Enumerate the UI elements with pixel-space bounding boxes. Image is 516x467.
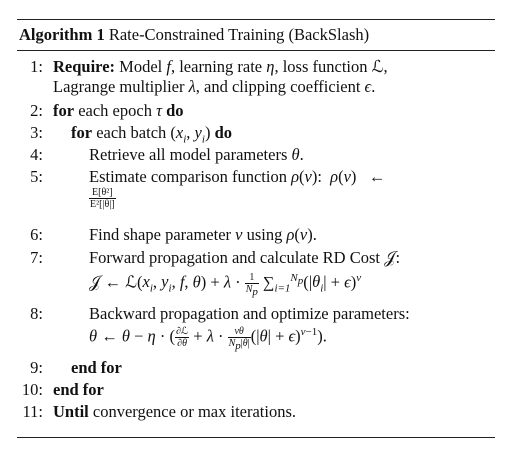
line-body: convergence or max iterations. bbox=[92, 402, 297, 421]
keyword: end for bbox=[53, 380, 104, 399]
line-number: 1: bbox=[30, 57, 43, 76]
keyword: Require: bbox=[53, 57, 116, 76]
line-number: 7: bbox=[30, 248, 43, 267]
fraction-numerator: E[θ²] bbox=[89, 187, 116, 199]
bottom-rule bbox=[17, 437, 495, 438]
keyword: do bbox=[214, 123, 232, 142]
ratio-fraction: E[θ²]E²[|θ|] bbox=[89, 187, 116, 210]
line-text: for each batch (xi, yi) do bbox=[71, 123, 232, 146]
line-text: Lagrange multiplier λ, and clipping coef… bbox=[53, 77, 376, 96]
line-text: Retrieve all model parameters θ. bbox=[89, 145, 304, 164]
keyword: do bbox=[166, 101, 184, 120]
line-text: Until convergence or max iterations. bbox=[53, 402, 296, 422]
line-number: 5: bbox=[30, 167, 43, 186]
line-text: Require: Model f, learning rate η, loss … bbox=[53, 57, 388, 76]
line-text: Backward propagation and optimize parame… bbox=[89, 304, 410, 323]
line-text: for each epoch τ do bbox=[53, 101, 184, 120]
line-number: 2: bbox=[30, 101, 43, 120]
algorithm-title: Rate-Constrained Training (BackSlash) bbox=[108, 25, 370, 44]
fraction-denominator: E²[|θ|] bbox=[90, 199, 115, 210]
keyword: for bbox=[53, 101, 75, 120]
line-number: 4: bbox=[30, 145, 43, 164]
caption-rule bbox=[17, 50, 495, 51]
line-number: 9: bbox=[30, 358, 43, 377]
keyword: end for bbox=[71, 358, 122, 377]
line-number: 8: bbox=[30, 304, 43, 323]
line-number: 10: bbox=[21, 380, 43, 399]
line-number: 3: bbox=[30, 123, 43, 142]
algorithm-caption: Algorithm 1 Rate-Constrained Training (B… bbox=[17, 20, 495, 50]
top-rule bbox=[17, 19, 495, 20]
algorithm-label: Algorithm 1 bbox=[19, 25, 105, 44]
line-text: Forward propagation and calculate RD Cos… bbox=[89, 248, 401, 267]
line-number: 6: bbox=[30, 225, 43, 244]
algorithm-block: Algorithm 1 Rate-Constrained Training (B… bbox=[17, 19, 495, 438]
keyword: for bbox=[71, 123, 93, 142]
line-text: Estimate comparison function ρ(ν): ρ(ν) … bbox=[89, 167, 386, 186]
keyword: Until bbox=[53, 402, 89, 421]
line-text: Find shape parameter ν using ρ(ν). bbox=[89, 225, 317, 244]
line-number: 11: bbox=[22, 402, 43, 421]
